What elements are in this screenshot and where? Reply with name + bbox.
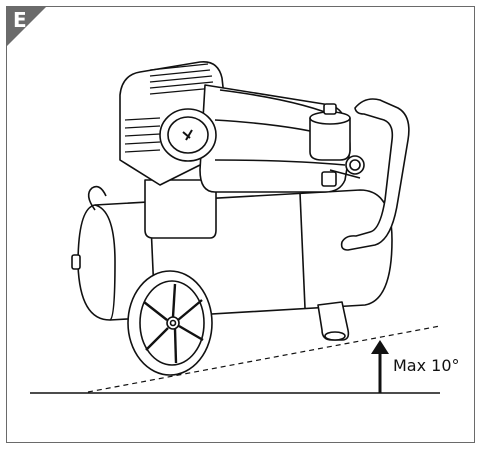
corner-tag-bg — [7, 7, 46, 46]
pump-base — [144, 179, 217, 239]
wheel — [127, 270, 213, 376]
pressure-switch — [309, 117, 351, 161]
drain-cap — [71, 254, 81, 270]
air-tank — [77, 189, 393, 321]
compressor — [71, 61, 410, 376]
tilt-limit-label: Max 10° — [393, 356, 460, 375]
rubber-foot — [317, 301, 350, 341]
tank-hook — [87, 185, 107, 211]
figure-tag: E — [13, 8, 27, 32]
tilt-arrow — [371, 340, 389, 393]
carry-handle — [340, 98, 410, 251]
tilt-line — [87, 325, 441, 393]
